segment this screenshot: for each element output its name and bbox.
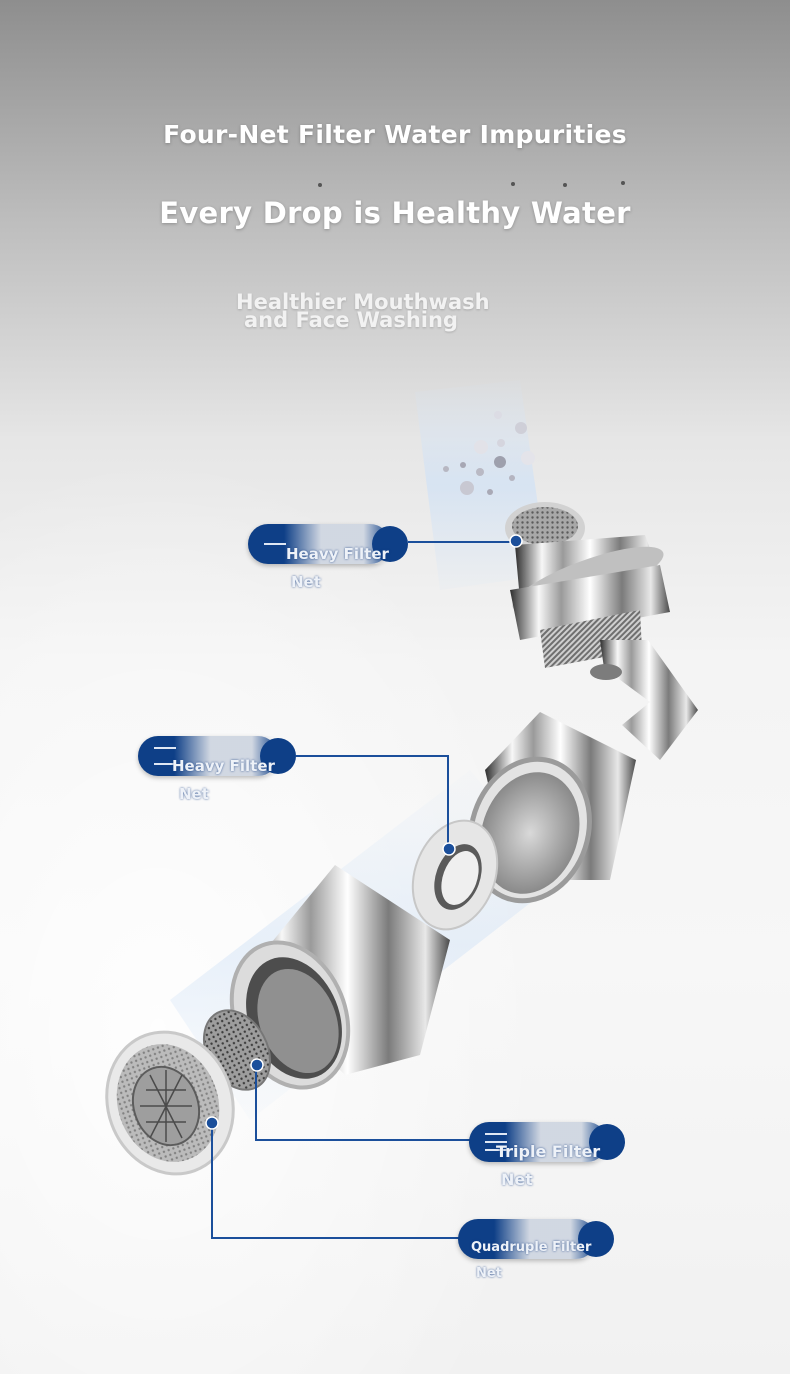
label-1-line-2: Net <box>291 573 321 591</box>
swivel-elbow <box>590 640 698 760</box>
label-quadruple-filter-net: Quadruple Filter Net <box>458 1219 614 1280</box>
label-heavy-filter-net-2: Heavy Filter Net <box>138 736 296 802</box>
label-3-line-1: Triple Filter <box>496 1142 601 1161</box>
leader-lines <box>211 541 515 1239</box>
outlet-aerator-cap <box>105 1030 235 1176</box>
threaded-body <box>468 712 636 904</box>
subtitle-mouthwash: Healthier Mouthwash and Face Washing <box>236 290 556 332</box>
label-4-line-1: Quadruple Filter <box>471 1240 592 1255</box>
dust-speck <box>511 182 515 186</box>
label-4-line-2: Net <box>476 1266 502 1281</box>
label-3-line-2: Net <box>501 1170 533 1189</box>
dust-speck <box>563 183 567 187</box>
dust-speck <box>318 183 322 187</box>
label-2-line-1: Heavy Filter <box>172 757 275 775</box>
impurity-particles <box>443 411 535 495</box>
label-heavy-filter-net-1: Heavy Filter Net <box>248 524 408 590</box>
label-triple-filter-net: Triple Filter Net <box>469 1122 625 1188</box>
label-2-line-2: Net <box>179 785 209 803</box>
label-1-line-1: Heavy Filter <box>286 545 389 563</box>
leader-dots <box>205 534 523 1130</box>
headline-filter-impurities: Four-Net Filter Water Impurities <box>163 120 627 149</box>
subtitle-line-1: Healthier Mouthwash <box>236 290 490 314</box>
subtitle-line-2: and Face Washing <box>244 308 458 332</box>
sealing-ring <box>411 819 499 931</box>
headline-healthy-water: Every Drop is Healthy Water <box>159 196 631 230</box>
dust-speck <box>621 181 625 185</box>
